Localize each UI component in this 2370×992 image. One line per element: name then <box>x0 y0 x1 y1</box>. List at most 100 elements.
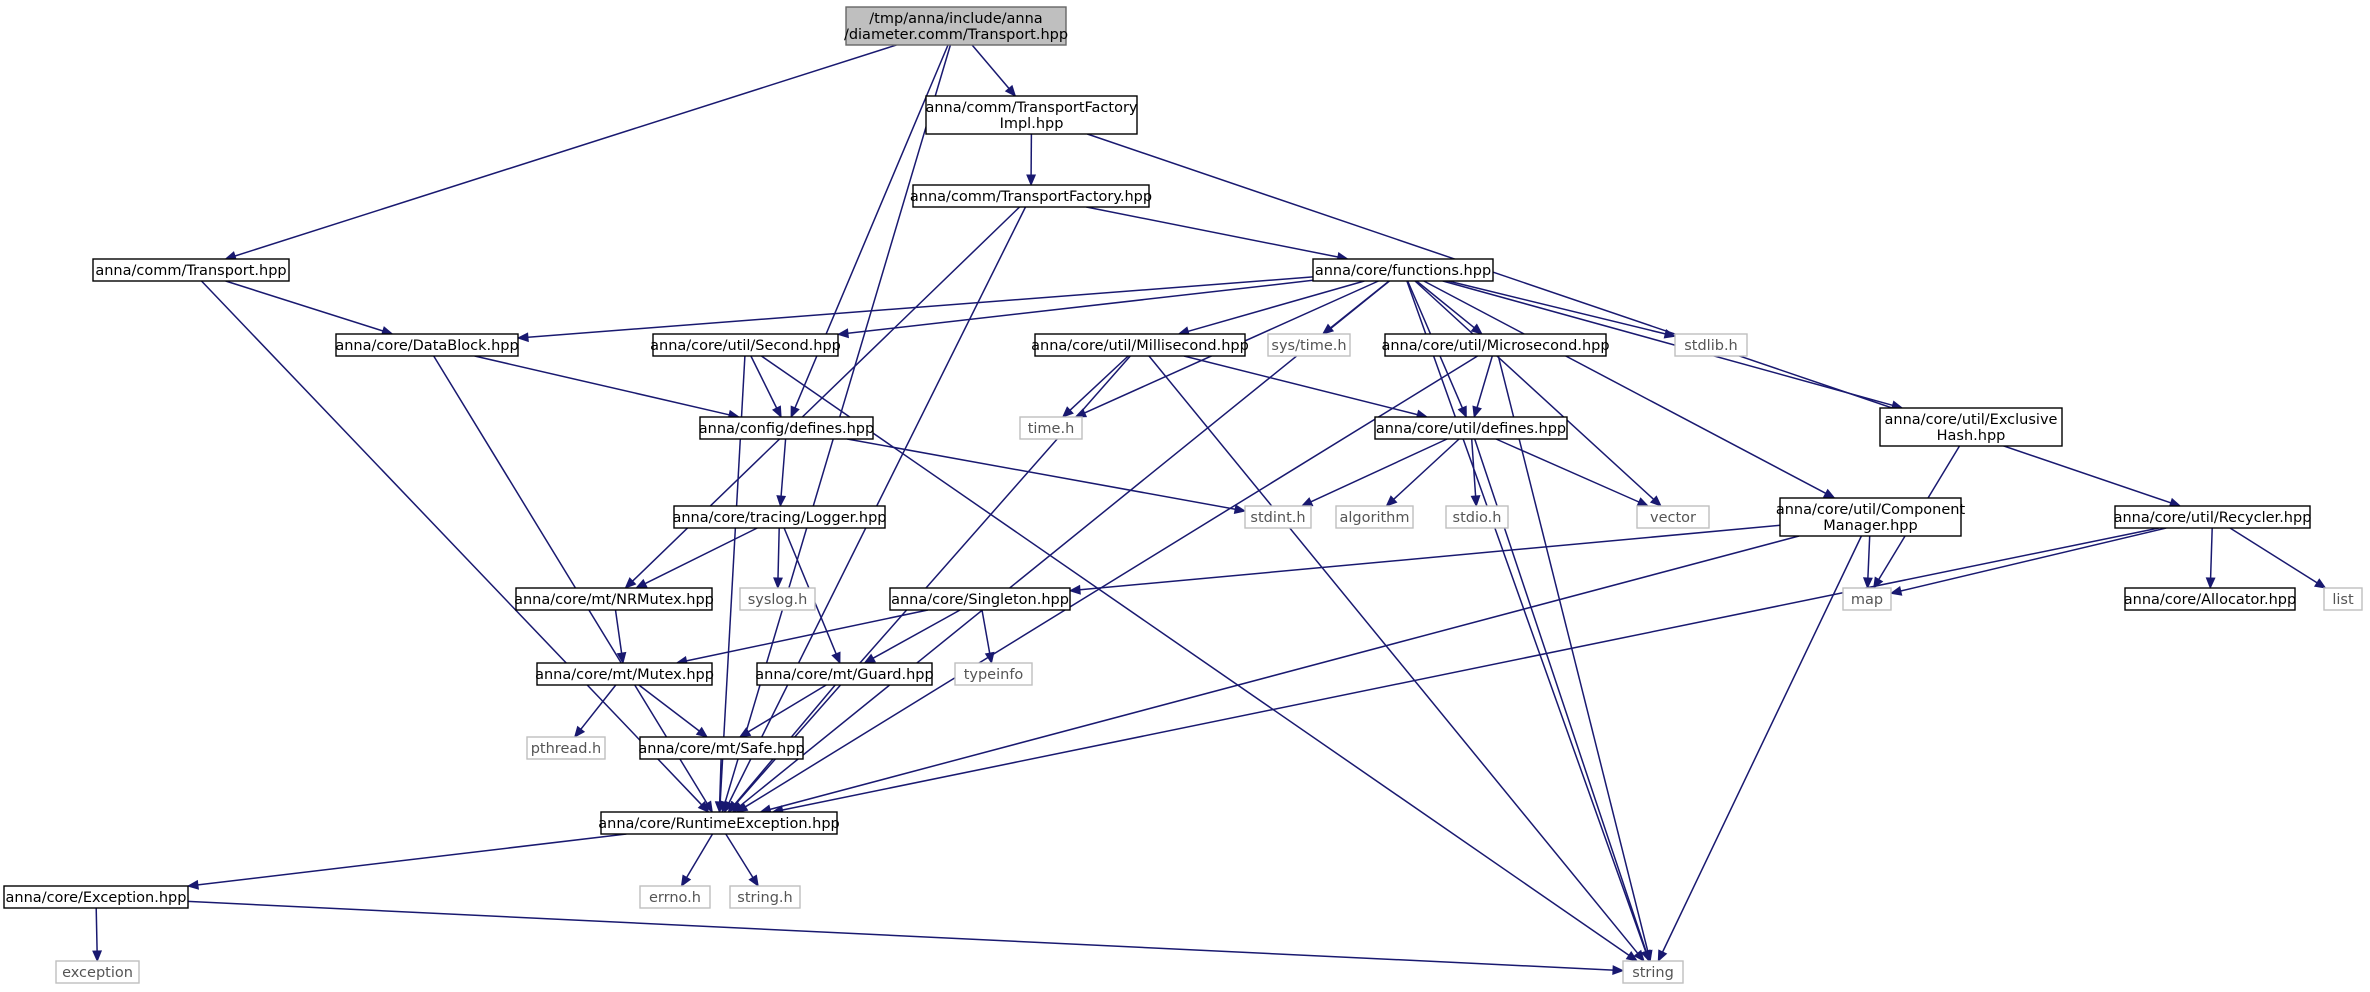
node-box <box>1374 416 1568 440</box>
arrowhead-icon <box>1636 497 1650 507</box>
node-guard[interactable]: anna/core/mt/Guard.hpp <box>755 662 934 686</box>
arrowhead-icon <box>1862 577 1873 590</box>
dependency-edge-milli-to-timeh <box>1061 355 1129 418</box>
node-recycler[interactable]: anna/core/util/Recycler.hpp <box>2114 505 2312 529</box>
edge-line <box>1187 280 1365 333</box>
node-label: sys/time.h <box>1271 338 1346 354</box>
edge-line <box>1086 206 1339 258</box>
dependency-edge-functions-to-second <box>836 279 1314 339</box>
edge-line <box>197 833 627 886</box>
arrowhead-icon <box>790 405 800 419</box>
edge-line <box>981 609 991 654</box>
node-label: anna/core/functions.hpp <box>1315 263 1491 279</box>
edge-line <box>750 355 778 409</box>
arrowhead-icon <box>516 332 529 343</box>
node-cfgdefines[interactable]: anna/config/defines.hpp <box>699 416 874 440</box>
arrowhead-icon <box>1470 323 1483 335</box>
arrowhead-icon <box>2205 577 2216 590</box>
edge-line <box>1476 355 1494 408</box>
edge-line <box>745 355 1478 808</box>
edge-line <box>971 44 1010 89</box>
dependency-edge-functions-to-micro <box>1416 280 1483 335</box>
dependency-edge-cfgdefines-to-stdint <box>847 438 1247 515</box>
node-label: Impl.hpp <box>1000 116 1064 132</box>
node-label: anna/comm/TransportFactory.hpp <box>910 189 1152 205</box>
node-label: anna/core/util/Exclusive <box>1885 412 2058 428</box>
node-micro[interactable]: anna/core/util/Microsecond.hpp <box>1381 333 1610 357</box>
node-exception_hpp[interactable]: anna/core/Exception.hpp <box>3 885 189 909</box>
dependency-edge-recycler-to-map <box>1889 527 2167 596</box>
arrowhead-icon <box>186 879 199 890</box>
dependency-edge-singleton-to-typeinfo <box>981 609 995 665</box>
dependency-edge-rtexc-to-errno <box>680 833 714 888</box>
node-stdlib: stdlib.h <box>1674 333 1748 357</box>
node-label: /tmp/anna/include/anna <box>869 11 1042 27</box>
dependency-edge-functions-to-string <box>1406 280 1651 963</box>
node-box <box>1384 333 1607 357</box>
arrowhead-icon <box>1625 950 1639 962</box>
node-box <box>1019 416 1083 440</box>
arrowhead-icon <box>702 800 713 814</box>
node-stdint: stdint.h <box>1244 505 1312 529</box>
arrowhead-icon <box>635 578 648 589</box>
edge-line <box>739 280 1390 807</box>
node-safe[interactable]: anna/core/mt/Safe.hpp <box>638 736 805 760</box>
node-box <box>756 662 933 686</box>
node-utildefines[interactable]: anna/core/util/defines.hpp <box>1374 416 1568 440</box>
node-box <box>92 258 290 282</box>
arrowhead-icon <box>92 950 103 963</box>
dependency-edge-datablock-to-cfgdefines <box>474 355 741 420</box>
node-label: anna/core/DataBlock.hpp <box>335 338 518 354</box>
dependency-edge-functions-to-compmgr <box>1423 280 1836 499</box>
node-box <box>2124 587 2296 611</box>
node-singleton[interactable]: anna/core/Singleton.hpp <box>889 587 1071 611</box>
node-stringh: string.h <box>729 885 801 909</box>
node-label: syslog.h <box>748 592 808 608</box>
arrowhead-icon <box>738 727 752 738</box>
node-functions[interactable]: anna/core/functions.hpp <box>1312 258 1494 282</box>
node-datablock[interactable]: anna/core/DataBlock.hpp <box>335 333 519 357</box>
edge-line <box>728 206 1027 804</box>
node-label: anna/core/util/Millisecond.hpp <box>1031 338 1249 354</box>
edge-line <box>718 758 722 803</box>
edge-line <box>1900 527 2167 592</box>
edge-layer <box>92 44 2327 976</box>
node-mutex[interactable]: anna/core/mt/Mutex.hpp <box>535 662 714 686</box>
edge-line <box>782 527 2159 811</box>
node-tf[interactable]: anna/comm/TransportFactory.hpp <box>910 184 1152 208</box>
node-root[interactable]: /tmp/anna/include/anna/diameter.comm/Tra… <box>844 6 1068 46</box>
arrowhead-icon <box>735 802 749 813</box>
arrowhead-icon <box>1004 84 1017 97</box>
node-errno: errno.h <box>639 885 711 909</box>
edge-line <box>2209 527 2213 579</box>
node-timeh: time.h <box>1019 416 1083 440</box>
arrowhead-icon <box>1457 405 1467 419</box>
node-nrmutex[interactable]: anna/core/mt/NRMutex.hpp <box>514 587 714 611</box>
node-box <box>1779 497 1962 537</box>
edge-line <box>1069 355 1129 411</box>
arrowhead-icon <box>773 577 783 590</box>
node-box <box>729 885 801 909</box>
node-allocator[interactable]: anna/core/Allocator.hpp <box>2124 587 2296 611</box>
dependency-edge-rtexc-to-exception_hpp <box>186 833 627 890</box>
arrowhead-icon <box>748 874 759 888</box>
node-label: stdio.h <box>1453 510 1502 526</box>
arrowhead-icon <box>836 328 849 339</box>
node-label: algorithm <box>1340 510 1410 526</box>
node-box <box>2323 587 2363 611</box>
node-box <box>1445 505 1509 529</box>
node-label: anna/core/util/Microsecond.hpp <box>1381 338 1609 354</box>
node-transport[interactable]: anna/comm/Transport.hpp <box>92 258 290 282</box>
node-milli[interactable]: anna/core/util/Millisecond.hpp <box>1031 333 1249 357</box>
node-second[interactable]: anna/core/util/Second.hpp <box>650 333 841 357</box>
edge-line <box>433 355 708 804</box>
node-logger[interactable]: anna/core/tracing/Logger.hpp <box>672 505 887 529</box>
node-rtexc[interactable]: anna/core/RuntimeException.hpp <box>598 811 840 835</box>
node-label: Hash.hpp <box>1937 428 2006 444</box>
edge-line <box>644 527 758 585</box>
arrowhead-icon <box>1300 497 1314 507</box>
dependency-edge-tf-to-functions <box>1086 206 1349 262</box>
